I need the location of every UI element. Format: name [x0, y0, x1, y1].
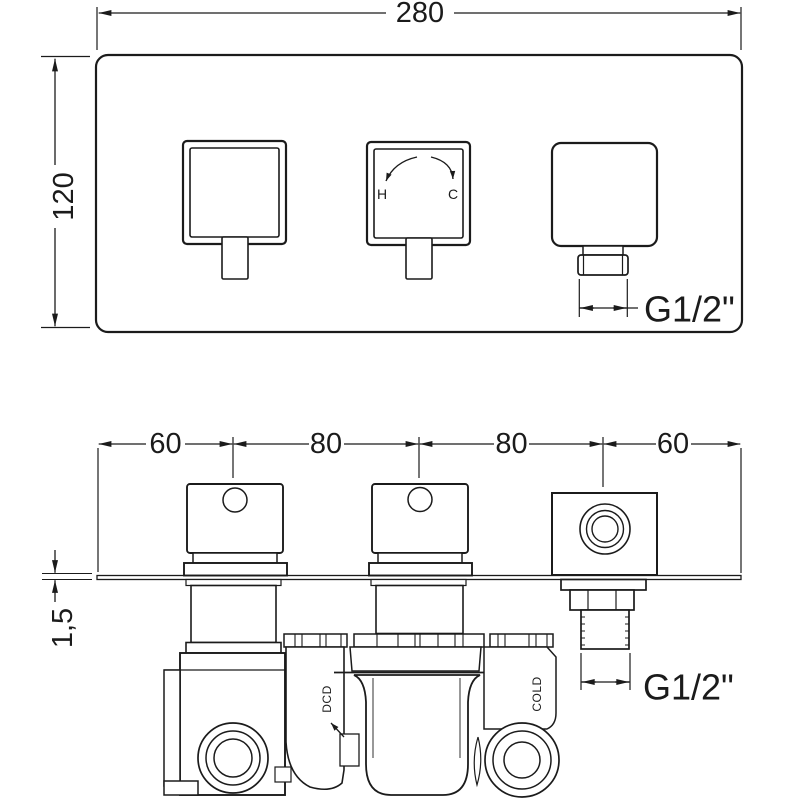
cold-cap-ribs	[497, 634, 548, 647]
dim-80-right-text: 80	[495, 428, 527, 460]
dim-width-280	[96, 7, 742, 50]
diverter-control	[181, 139, 288, 280]
valve1-handle-screw	[222, 487, 248, 513]
valve2-handle-step	[377, 552, 463, 564]
mixer-tub-body	[353, 674, 481, 796]
dim-280-extension-lines	[96, 7, 742, 50]
cold-port-ring-inner	[503, 741, 541, 779]
outlet-hex-nut	[569, 589, 635, 611]
dim-15-extension-lines	[42, 572, 92, 581]
cold-cap	[489, 633, 554, 648]
cold-label: C	[448, 186, 458, 202]
chain-extension-lines	[97, 448, 742, 573]
mixer-cap-ribs	[376, 634, 464, 647]
dim-g12-front-text: G1/2"	[644, 289, 735, 330]
front-view: 280 120 H C	[41, 0, 744, 334]
outlet-nut	[577, 254, 629, 276]
dcd-port	[283, 633, 360, 791]
hot-label: H	[377, 186, 387, 202]
hot-direction-arc	[385, 156, 418, 182]
dim-60-left-text: 60	[149, 428, 181, 460]
temp-handle-tab	[405, 237, 433, 280]
diverter-outline	[181, 139, 288, 246]
dim-outlet-thread-front	[578, 279, 638, 317]
dim-120-extension-lines	[41, 55, 90, 329]
valve1-neck	[190, 584, 277, 644]
outlet-boss-outline	[550, 141, 659, 248]
diverter-handle-tab	[221, 236, 249, 280]
cold-block	[483, 646, 557, 730]
outlet-ring-inner	[591, 515, 619, 543]
outlet-neck	[582, 245, 624, 256]
valve1-port-ring-inner	[213, 738, 253, 778]
chain-divider-ticks	[232, 437, 604, 451]
dcd-step-block	[339, 733, 360, 767]
outlet-hex-nut-facets	[587, 590, 617, 610]
dcd-leader-arrow	[330, 722, 345, 738]
body-left-foot	[163, 780, 199, 796]
valve1-body-step	[274, 766, 292, 783]
plan-view: 60 80 80 60 1,5	[42, 428, 742, 798]
dim-120-text: 120	[48, 172, 80, 220]
dim-g12-front-extension-lines	[578, 279, 628, 317]
valve1-escutcheon	[183, 562, 288, 577]
outlet-ring-outer	[579, 503, 631, 555]
dim-60-right-text: 60	[657, 428, 689, 460]
dim-spacing-chain	[97, 437, 742, 573]
dim-80-left-text: 80	[310, 428, 342, 460]
valve2-neck	[375, 584, 464, 635]
outlet-nut-thread-lines	[582, 255, 624, 275]
outlet-body-side	[551, 492, 658, 576]
body-left-casing	[163, 669, 181, 787]
valve1-handle-step	[192, 552, 278, 564]
cold-label-plan: COLD	[530, 676, 544, 711]
dim-outlet-thread-plan	[580, 653, 631, 690]
outlet-threaded-pipe	[580, 609, 630, 650]
valve1-flange	[185, 641, 282, 654]
dcd-pipe-body	[285, 646, 345, 791]
dim-plate-thickness	[42, 550, 92, 602]
dim-15-text: 1,5	[47, 608, 79, 648]
dim-280-text: 280	[396, 0, 444, 29]
mixer-upper-body	[349, 646, 482, 672]
valve1-collar	[185, 578, 282, 587]
outlet-thread-serrations	[581, 616, 629, 646]
valve1-port-ring-mid	[205, 730, 261, 786]
outlet-side	[551, 492, 658, 650]
valve1-side	[163, 483, 292, 796]
valve2-collar	[370, 578, 467, 587]
cold-direction-arc	[430, 156, 456, 180]
valve1-body-block	[179, 652, 286, 796]
outlet-flange-side	[560, 578, 647, 591]
cold-port	[473, 633, 560, 798]
valve2-side	[368, 483, 473, 635]
outlet-boss-front	[550, 141, 659, 276]
valve1-port-ring-outer	[197, 722, 269, 794]
dim-g12-plan-extension-lines	[580, 653, 631, 690]
valve2-handle-screw	[407, 486, 433, 513]
dcd-label: DCD	[320, 685, 334, 713]
casting-lens-detail	[473, 736, 482, 788]
cold-port-ring-mid	[492, 730, 552, 790]
temperature-control	[365, 140, 472, 280]
cold-port-ring-outer	[484, 722, 560, 798]
dcd-cap	[283, 633, 348, 648]
dcd-cap-ribs	[294, 634, 342, 647]
mixer-tub-inner-lines	[372, 678, 461, 758]
outlet-ring-mid	[585, 509, 625, 549]
valve2-escutcheon	[368, 562, 473, 577]
dim-height-120	[41, 55, 90, 329]
mixer-chamber	[334, 633, 501, 796]
dim-g12-plan-text: G1/2"	[643, 667, 734, 708]
mixer-cap	[353, 633, 485, 648]
